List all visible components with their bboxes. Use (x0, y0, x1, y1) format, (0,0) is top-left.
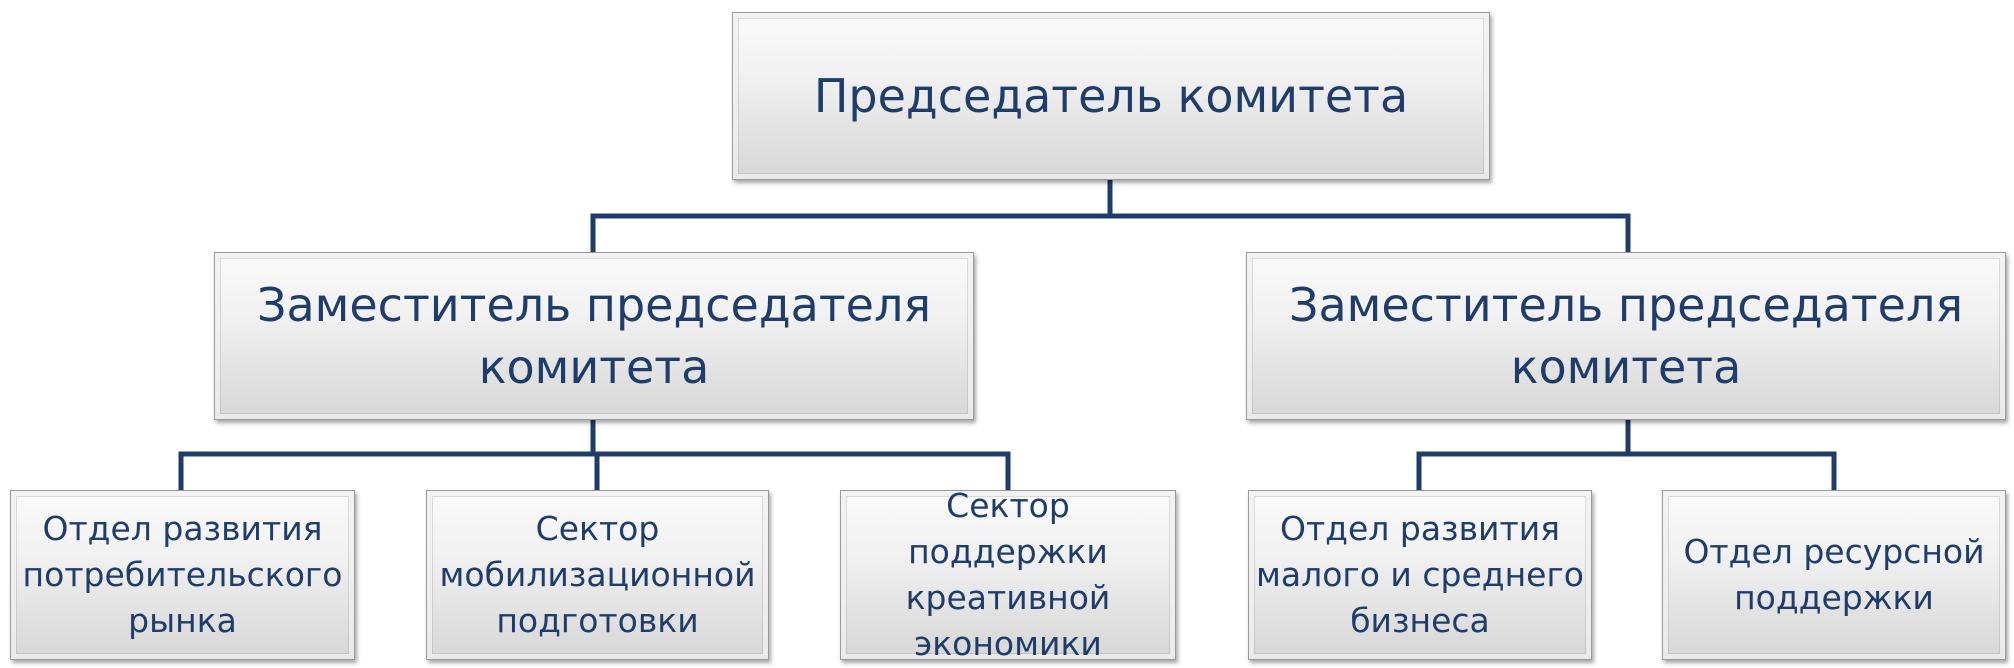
deputy-chairman-box-right: Заместитель председателя комитета (1246, 252, 2006, 420)
sme-dept-box: Отдел развития малого и среднего бизнеса (1248, 490, 1592, 660)
connector-deputy-right-to-units (1416, 417, 1837, 493)
sme-dept-label: Отдел развития малого и среднего бизнеса (1256, 509, 1584, 640)
deputy-chairman-box-left: Заместитель председателя комитета (214, 252, 974, 420)
chairman-label: Председатель комитета (813, 69, 1409, 123)
resource-support-dept-label: Отдел ресурсной поддержки (1683, 532, 1985, 617)
connector-chairman-to-deputies (590, 177, 1631, 255)
mobilization-sector-label: Сектор мобилизационной подготовки (439, 509, 756, 640)
deputy-chairman-label-right: Заместитель председателя комитета (1288, 278, 1964, 394)
connector-deputy-left-to-units (178, 417, 1011, 493)
consumer-market-dept-box: Отдел развития потребительского рынка (10, 490, 355, 660)
deputy-chairman-label-left: Заместитель председателя комитета (256, 278, 932, 394)
mobilization-sector-box: Сектор мобилизационной подготовки (426, 490, 769, 660)
consumer-market-dept-label: Отдел развития потребительского рынка (22, 509, 343, 640)
creative-economy-sector-box: Сектор поддержки креативной экономики (840, 486, 1176, 663)
chairman-box: Председатель комитета (732, 12, 1490, 180)
creative-economy-sector-label: Сектор поддержки креативной экономики (905, 486, 1111, 663)
resource-support-dept-box: Отдел ресурсной поддержки (1662, 490, 2006, 660)
